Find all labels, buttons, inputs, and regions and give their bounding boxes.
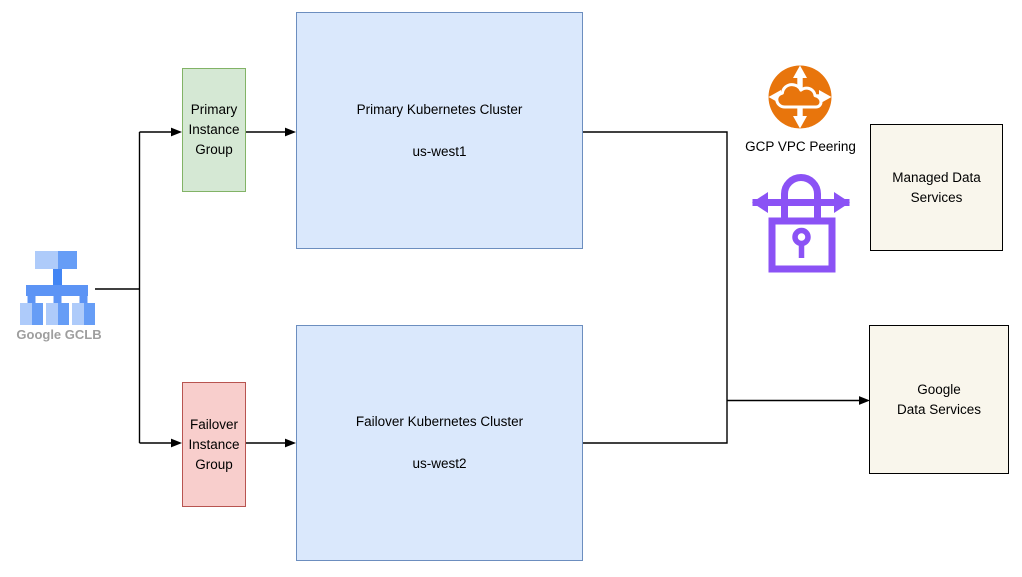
arrowhead-google-data xyxy=(859,396,870,405)
managed-data-services-node: Managed Data Services xyxy=(870,124,1003,251)
lock-arrow-heads xyxy=(752,192,850,213)
arrowhead-primary-cluster xyxy=(285,127,296,137)
google-data-services-node: Google Data Services xyxy=(869,325,1009,474)
arrowhead-primary-ig xyxy=(171,127,182,137)
vpc-peering-icon xyxy=(768,65,832,129)
google-data-services-label: Google Data Services xyxy=(896,381,982,417)
failover-instance-group-label: Failover Instance Group xyxy=(188,416,240,472)
arrowhead-failover-cluster xyxy=(285,438,296,448)
connector-lines xyxy=(95,131,860,444)
primary-cluster-title: Primary Kubernetes Cluster xyxy=(356,101,523,117)
failover-instance-group-node: Failover Instance Group xyxy=(182,382,246,507)
arrowhead-failover-ig xyxy=(171,438,182,448)
primary-instance-group-node: Primary Instance Group xyxy=(182,68,246,192)
failover-cluster-region: us-west2 xyxy=(412,456,467,471)
managed-data-services-label: Managed Data Services xyxy=(892,169,981,205)
primary-instance-group-label: Primary Instance Group xyxy=(188,102,240,157)
failover-kubernetes-cluster-node: Failover Kubernetes Cluster us-west2 xyxy=(296,325,583,561)
vpn-lock-icon xyxy=(752,174,850,273)
gclb-caption: Google GCLB xyxy=(16,327,102,342)
cloud-glyph xyxy=(775,83,823,109)
gclb-load-balancer-icon xyxy=(20,251,95,325)
connector-clusters-to-trunk xyxy=(583,131,728,444)
connector-arrowheads xyxy=(171,127,870,448)
primary-kubernetes-cluster-node: Primary Kubernetes Cluster us-west1 xyxy=(296,12,583,249)
failover-cluster-title: Failover Kubernetes Cluster xyxy=(355,414,524,429)
lock-shackle xyxy=(781,174,821,220)
connector-gclb-to-instance-groups xyxy=(95,131,172,444)
primary-cluster-region: us-west1 xyxy=(412,143,467,159)
vpc-peering-caption: GCP VPC Peering xyxy=(745,139,856,154)
